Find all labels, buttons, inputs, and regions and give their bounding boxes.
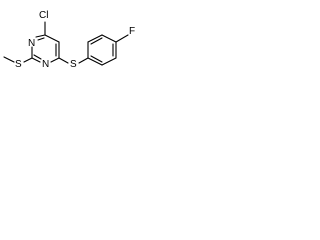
fluorine-label: F [129, 26, 135, 37]
bond-n1-c2-double [33, 54, 42, 60]
bond-c4-c5 [44, 34, 60, 43]
bond-ar6-ar1 [87, 57, 103, 66]
bond-s-aryl [78, 57, 89, 64]
chlorine-label: Cl [39, 10, 48, 21]
atom-labels: Cl F N N S S [15, 10, 135, 70]
bond-ar2-ar3-double [90, 37, 103, 45]
bond-ar4-f [115, 34, 129, 43]
bond-lines [3, 21, 129, 66]
bond-s-methyl [3, 56, 15, 63]
bond-ar3-ar4 [101, 34, 117, 43]
bond-ar5-ar6 [101, 57, 117, 66]
bond-ar6-ar1-double [90, 55, 103, 63]
chemical-structure-diagram: Cl F N N S S [3, 10, 135, 70]
bond-c6-n1 [50, 57, 60, 63]
bond-c6-s [58, 57, 69, 64]
bond-n3-c4-double [37, 37, 45, 41]
thioether-sulfur-label: S [70, 59, 77, 70]
methylthio-sulfur-label: S [15, 59, 22, 70]
bond-ar2-ar3 [87, 34, 103, 43]
ring-nitrogen-lower-label: N [42, 59, 49, 70]
bond-n1-c2 [31, 57, 41, 63]
bond-c2-s [23, 57, 33, 63]
ring-nitrogen-upper-label: N [28, 38, 35, 49]
bond-n3-c4 [35, 34, 46, 38]
